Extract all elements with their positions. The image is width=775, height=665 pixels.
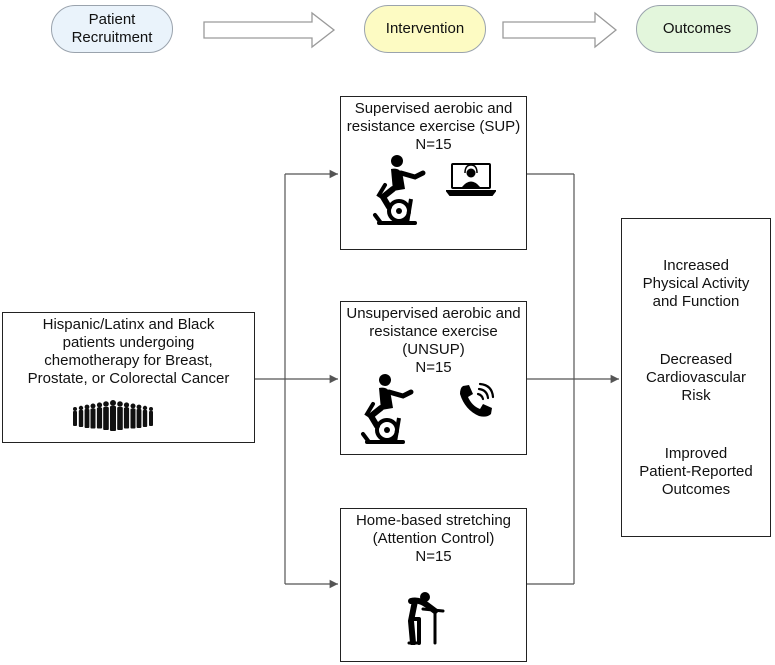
arm-sup-box: Supervised aerobic and resistance exerci… <box>340 96 527 250</box>
step-label-line: Patient <box>88 11 136 28</box>
outcome-physical-activity: Increased Physical Activity and Function <box>622 257 770 311</box>
population-line: chemotherapy for Breast, <box>44 352 213 369</box>
outcome-line: Improved <box>664 445 728 462</box>
outcome-line: Physical Activity <box>642 275 750 292</box>
arm-count: N=15 <box>415 136 452 153</box>
crowd-icon <box>73 400 153 431</box>
step-label: Intervention <box>385 20 465 37</box>
population-line: patients undergoing <box>62 334 195 351</box>
outcome-line: Outcomes <box>661 481 731 498</box>
video-call-icon <box>446 163 496 196</box>
outcome-line: Patient-Reported <box>639 463 753 480</box>
step-patient-recruitment: Patient Recruitment <box>51 5 173 53</box>
outcome-line: Increased <box>663 257 729 274</box>
arm-label-line: resistance exercise <box>369 323 498 340</box>
step-intervention: Intervention <box>364 5 486 53</box>
arm-label-line: (UNSUP) <box>402 341 465 358</box>
arm-count: N=15 <box>415 548 452 565</box>
outcomes-box: Increased Physical Activity and Function… <box>621 218 771 537</box>
step-outcomes: Outcomes <box>636 5 758 53</box>
outcome-patient-reported: Improved Patient-Reported Outcomes <box>622 445 770 499</box>
outcome-cardiovascular-risk: Decreased Cardiovascular Risk <box>622 351 770 405</box>
arm-label-line: Supervised aerobic and <box>354 100 513 117</box>
population-box: Hispanic/Latinx and Black patients under… <box>2 312 255 443</box>
outcome-line: Decreased <box>659 351 733 368</box>
exercise-bike-icon <box>361 374 414 444</box>
arm-unsup-box: Unsupervised aerobic and resistance exer… <box>340 301 527 455</box>
arm-label-line: Unsupervised aerobic and <box>346 305 521 322</box>
stretching-icon <box>407 592 445 645</box>
header-arrow-2 <box>502 11 618 49</box>
outcome-line: Risk <box>681 387 711 404</box>
population-line: Hispanic/Latinx and Black <box>42 316 215 333</box>
exercise-bike-icon <box>373 155 426 225</box>
arm-stretching-box: Home-based stretching (Attention Control… <box>340 508 527 662</box>
population-line: Prostate, or Colorectal Cancer <box>27 370 230 387</box>
arm-label-line: resistance exercise (SUP) <box>346 118 521 135</box>
outcome-line: and Function <box>652 293 740 310</box>
arm-label-line: Home-based stretching <box>355 512 512 529</box>
step-label-line: Recruitment <box>71 29 153 46</box>
arm-label-line: (Attention Control) <box>372 530 495 547</box>
phone-call-icon <box>460 382 495 417</box>
outcome-line: Cardiovascular <box>645 369 747 386</box>
header-arrow-1 <box>203 11 336 49</box>
step-label: Outcomes <box>662 20 732 37</box>
arm-count: N=15 <box>415 359 452 376</box>
